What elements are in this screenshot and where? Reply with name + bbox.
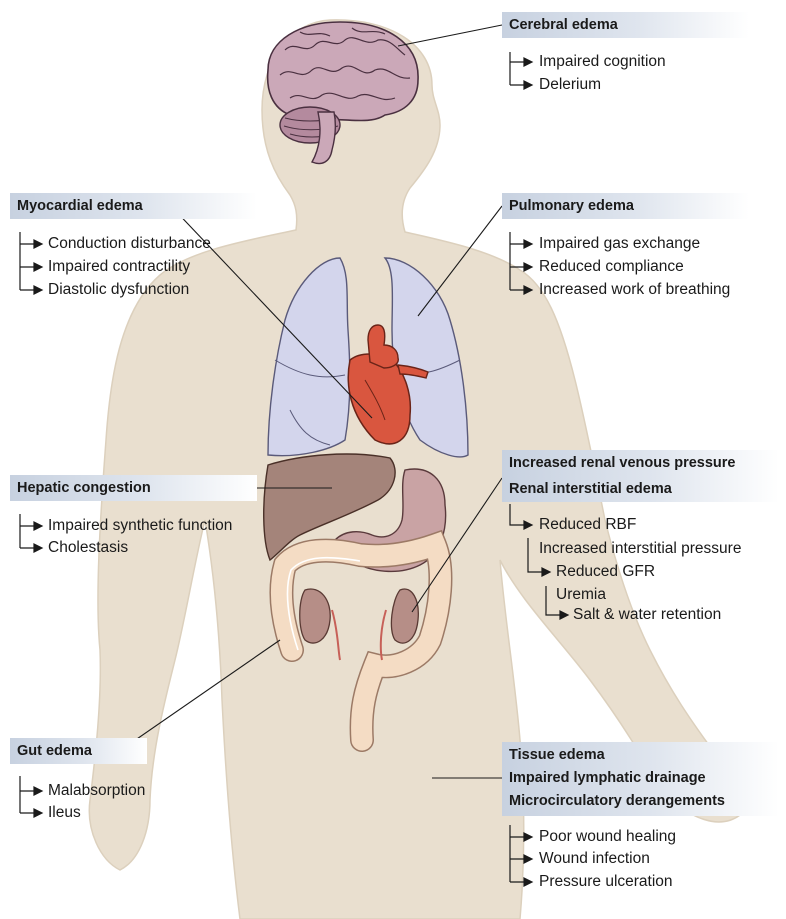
myocardial-edema-header: Myocardial edema (10, 193, 257, 219)
list-item: Conduction disturbance (48, 233, 211, 255)
list-item: Poor wound healing (539, 826, 676, 848)
list-item: Wound infection (539, 848, 650, 870)
cerebral-edema-header: Cerebral edema (502, 12, 749, 38)
list-item: Impaired synthetic function (48, 515, 232, 537)
renal-header-line-2: Renal interstitial edema (509, 476, 779, 502)
list-item: Reduced GFR (556, 561, 655, 583)
tissue-edema-header: Tissue edema Impaired lymphatic drainage… (502, 742, 779, 816)
list-item: Impaired gas exchange (539, 233, 700, 255)
renal-header: Increased renal venous pressure Renal in… (502, 450, 779, 502)
gut-edema-header: Gut edema (10, 738, 147, 764)
list-item: Cholestasis (48, 537, 128, 559)
list-item: Ileus (48, 802, 81, 824)
list-item: Uremia (556, 584, 606, 606)
tissue-header-line-1: Tissue edema (509, 744, 779, 767)
list-item: Malabsorption (48, 780, 145, 802)
list-item: Delerium (539, 74, 601, 96)
tissue-header-line-2: Impaired lymphatic drainage (509, 767, 779, 790)
list-item: Impaired contractility (48, 256, 190, 278)
list-item: Diastolic dysfunction (48, 279, 189, 301)
pulmonary-edema-header: Pulmonary edema (502, 193, 749, 219)
list-item: Reduced RBF (539, 514, 636, 536)
list-item: Increased interstitial pressure (539, 538, 741, 560)
hepatic-congestion-header: Hepatic congestion (10, 475, 257, 501)
tissue-header-line-3: Microcirculatory derangements (509, 790, 779, 813)
list-item: Impaired cognition (539, 51, 666, 73)
list-item: Increased work of breathing (539, 279, 730, 301)
list-item: Reduced compliance (539, 256, 684, 278)
renal-header-line-1: Increased renal venous pressure (509, 450, 779, 476)
list-item: Salt & water retention (573, 604, 721, 626)
list-item: Pressure ulceration (539, 871, 673, 893)
